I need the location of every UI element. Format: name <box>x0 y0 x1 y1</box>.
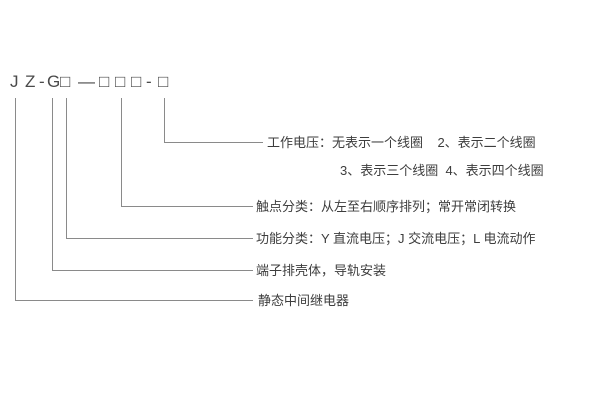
leader-line-contact-class <box>121 98 253 207</box>
leader-line-function-class <box>66 98 253 239</box>
label-housing: 端子排壳体，导轨安装 <box>256 263 387 278</box>
code-char-g: G <box>47 72 61 91</box>
code-box-4: □ <box>131 72 142 91</box>
code-box-2: □ <box>99 72 110 91</box>
code-char-j: J <box>10 72 19 91</box>
label-working-voltage-line1: 工作电压：无表示一个线圈 2、表示二个线圈 <box>267 135 536 150</box>
code-char-z: Z <box>25 72 36 91</box>
label-function-class: 功能分类：Y 直流电压；J 交流电压；L 电流动作 <box>256 231 536 246</box>
code-char-emdash: — <box>78 72 95 91</box>
leader-line-working-voltage <box>164 98 263 143</box>
leader-line-relay-type <box>15 98 253 301</box>
code-box-1: □ <box>60 72 71 91</box>
code-box-5: □ <box>158 72 169 91</box>
code-char-dash2: - <box>146 72 152 91</box>
code-char-dash1: - <box>39 72 45 91</box>
label-working-voltage-line2: 3、表示三个线圈 4、表示四个线圈 <box>340 163 544 178</box>
leader-line-housing <box>52 98 253 271</box>
code-box-3: □ <box>115 72 126 91</box>
label-relay-type: 静态中间继电器 <box>258 293 350 308</box>
label-contact-class: 触点分类：从左至右顺序排列；常开常闭转换 <box>256 199 517 214</box>
